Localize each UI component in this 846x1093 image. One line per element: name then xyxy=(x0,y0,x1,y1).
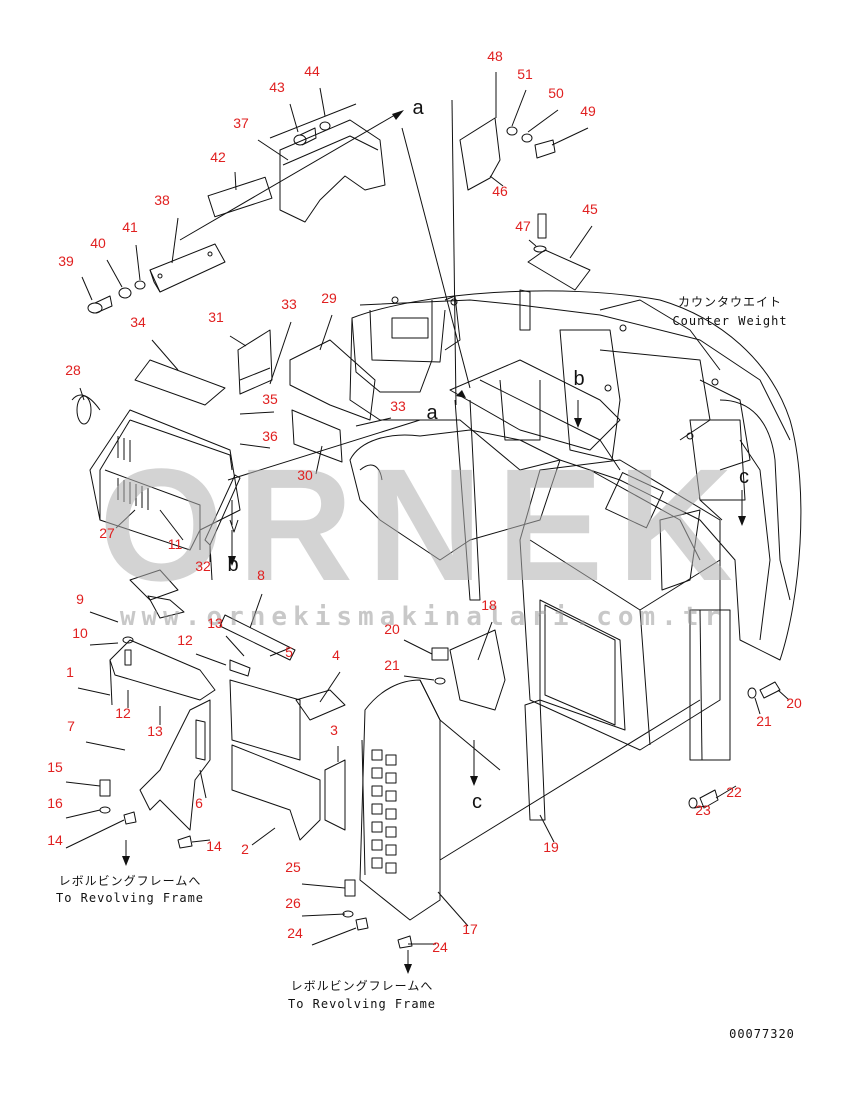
hardware-upper-left xyxy=(87,121,331,314)
callout-12: 12 xyxy=(115,705,131,721)
callout-39: 39 xyxy=(58,253,74,269)
callout-15: 15 xyxy=(47,759,63,775)
callout-49: 49 xyxy=(580,103,596,119)
reference-lines xyxy=(125,99,743,966)
callout-46: 46 xyxy=(492,183,508,199)
bracket-38-drawing xyxy=(149,243,226,293)
callout-17: 17 xyxy=(462,921,478,937)
callout-30: 30 xyxy=(297,467,313,483)
door-17-drawing xyxy=(359,629,546,921)
callout-13: 13 xyxy=(147,723,163,739)
callout-8: 8 xyxy=(257,567,265,583)
watermark-url: www.ornekismakinalari.com.tr xyxy=(120,602,726,632)
revolving-frame-left-en: To Revolving Frame xyxy=(56,891,204,905)
callout-25: 25 xyxy=(285,859,301,875)
reference-letters: a a b b c c xyxy=(227,97,749,813)
callout-9: 9 xyxy=(76,591,84,607)
callout-33: 33 xyxy=(281,296,297,312)
callout-26: 26 xyxy=(285,895,301,911)
callout-32: 32 xyxy=(195,558,211,574)
base-frame-drawing xyxy=(349,359,621,601)
counter-weight-drawing xyxy=(349,289,802,661)
callout-18: 18 xyxy=(481,597,497,613)
callout-10: 10 xyxy=(72,625,88,641)
revolving-frame-bottom-jp: レボルビングフレームへ xyxy=(291,979,434,993)
callout-33: 33 xyxy=(390,398,406,414)
callout-14: 14 xyxy=(206,838,222,854)
revolving-frame-left-jp: レボルビングフレームへ xyxy=(59,874,202,888)
callout-20: 20 xyxy=(786,695,802,711)
callout-29: 29 xyxy=(321,290,337,306)
counter-weight-en-label: Counter Weight xyxy=(672,314,787,328)
callout-22: 22 xyxy=(726,784,742,800)
panel-37-drawing xyxy=(207,103,386,223)
callout-37: 37 xyxy=(233,115,249,131)
callout-40: 40 xyxy=(90,235,106,251)
callout-23: 23 xyxy=(695,802,711,818)
line-art xyxy=(65,72,802,966)
revolving-frame-bottom-en: To Revolving Frame xyxy=(288,997,436,1011)
callout-12: 12 xyxy=(177,632,193,648)
callout-11: 11 xyxy=(168,536,183,552)
vent-slots xyxy=(117,436,149,510)
callout-27: 27 xyxy=(99,525,115,541)
watermark: ORNEK www.ornekismakinalari.com.tr xyxy=(99,435,747,632)
watermark-brand: ORNEK xyxy=(99,435,747,614)
callout-13: 13 xyxy=(207,615,223,631)
callout-2: 2 xyxy=(241,841,249,857)
panels-29-30-31 xyxy=(237,329,376,463)
callout-38: 38 xyxy=(154,192,170,208)
vented-cover-27 xyxy=(71,359,241,551)
reference-letter-a: a xyxy=(412,97,424,119)
callout-35: 35 xyxy=(262,391,278,407)
callout-21: 21 xyxy=(384,657,400,673)
callout-48: 48 xyxy=(487,48,503,64)
callout-24: 24 xyxy=(287,925,303,941)
counter-weight-jp-label: カウンタウエイト xyxy=(678,295,782,309)
door-vent-grid xyxy=(371,749,397,874)
drawing-number: 00077320 xyxy=(729,1027,795,1041)
callout-47: 47 xyxy=(515,218,531,234)
reference-letter-b: b xyxy=(227,554,238,576)
side-cover-drawing xyxy=(519,459,731,761)
callout-44: 44 xyxy=(304,63,320,79)
callout-16: 16 xyxy=(47,795,63,811)
callout-20: 20 xyxy=(384,621,400,637)
callout-36: 36 xyxy=(262,428,278,444)
callout-31: 31 xyxy=(208,309,224,325)
bracket-48-45-drawing xyxy=(459,117,591,291)
callout-41: 41 xyxy=(122,219,138,235)
reference-letter-a: a xyxy=(426,402,438,424)
callout-34: 34 xyxy=(130,314,146,330)
reference-letter-c: c xyxy=(739,466,749,488)
callout-43: 43 xyxy=(269,79,285,95)
callout-28: 28 xyxy=(65,362,81,378)
callout-45: 45 xyxy=(582,201,598,217)
reference-letter-b: b xyxy=(573,368,584,390)
panel-1-assembly xyxy=(109,569,346,841)
callout-1: 1 xyxy=(66,664,74,680)
reference-letter-c: c xyxy=(472,791,482,813)
leader-lines xyxy=(65,72,790,946)
callout-14: 14 xyxy=(47,832,63,848)
callout-4: 4 xyxy=(332,647,340,663)
callout-6: 6 xyxy=(195,795,203,811)
callout-3: 3 xyxy=(330,722,338,738)
arrowheads xyxy=(122,110,746,974)
callout-19: 19 xyxy=(543,839,559,855)
callout-5: 5 xyxy=(285,644,293,660)
callout-42: 42 xyxy=(210,149,226,165)
callout-50: 50 xyxy=(548,85,564,101)
callout-21: 21 xyxy=(756,713,772,729)
callout-51: 51 xyxy=(517,66,533,82)
notes: カウンタウエイト Counter Weight レボルビングフレームへ To R… xyxy=(56,295,795,1041)
callout-7: 7 xyxy=(67,718,75,734)
callout-24: 24 xyxy=(432,939,448,955)
